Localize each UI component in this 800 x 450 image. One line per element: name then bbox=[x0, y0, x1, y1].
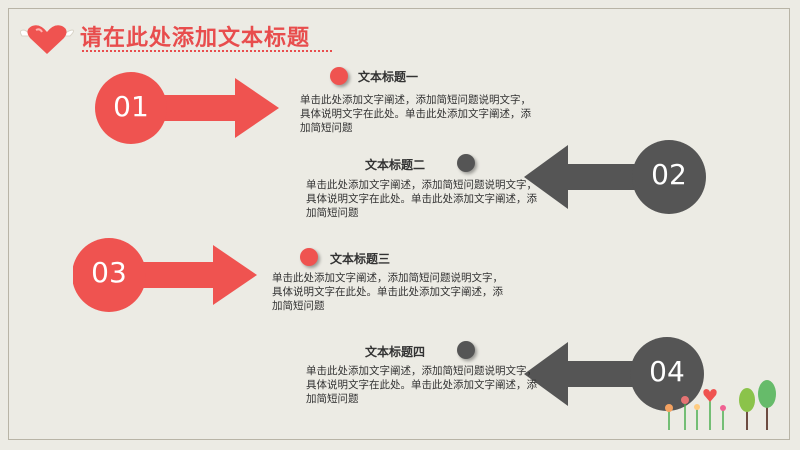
number-01: 01 bbox=[113, 90, 149, 123]
item-desc-1: 单击此处添加文字阐述，添加简短问题说明文字，具体说明文字在此处。单击此处添加文字… bbox=[300, 94, 531, 134]
number-04: 04 bbox=[649, 355, 685, 388]
item-desc-2: 单击此处添加文字阐述，添加简短问题说明文字，具体说明文字在此处。单击此处添加文字… bbox=[306, 179, 537, 219]
item-title-2: 文本标题二 bbox=[365, 158, 426, 172]
item-desc-4: 单击此处添加文字阐述，添加简短问题说明文字，具体说明文字在此处。单击此处添加文字… bbox=[306, 365, 537, 405]
flowers-decoration bbox=[665, 380, 776, 430]
item-desc-3: 单击此处添加文字阐述，添加简短问题说明文字，具体说明文字在此处。单击此处添加文字… bbox=[272, 272, 503, 312]
item-title-4: 文本标题四 bbox=[365, 345, 426, 359]
item-title-1: 文本标题一 bbox=[358, 70, 419, 84]
bullet-dot-4 bbox=[457, 341, 475, 359]
page-title: 请在此处添加文本标题 bbox=[80, 26, 311, 51]
item-title-3: 文本标题三 bbox=[330, 252, 391, 266]
heart-wings-logo bbox=[19, 25, 75, 54]
bullet-dot-3 bbox=[300, 248, 318, 266]
slide-frame bbox=[8, 8, 790, 440]
arrow-03-shape bbox=[73, 238, 257, 312]
bullet-dot-2 bbox=[457, 154, 475, 172]
arrow-02-shape bbox=[524, 140, 706, 214]
number-03: 03 bbox=[91, 256, 127, 289]
bullet-dot-1 bbox=[330, 67, 348, 85]
number-02: 02 bbox=[651, 158, 687, 191]
title-underline bbox=[82, 50, 332, 52]
arrow-04-shape bbox=[524, 337, 704, 411]
arrow-01-shape bbox=[95, 72, 279, 144]
